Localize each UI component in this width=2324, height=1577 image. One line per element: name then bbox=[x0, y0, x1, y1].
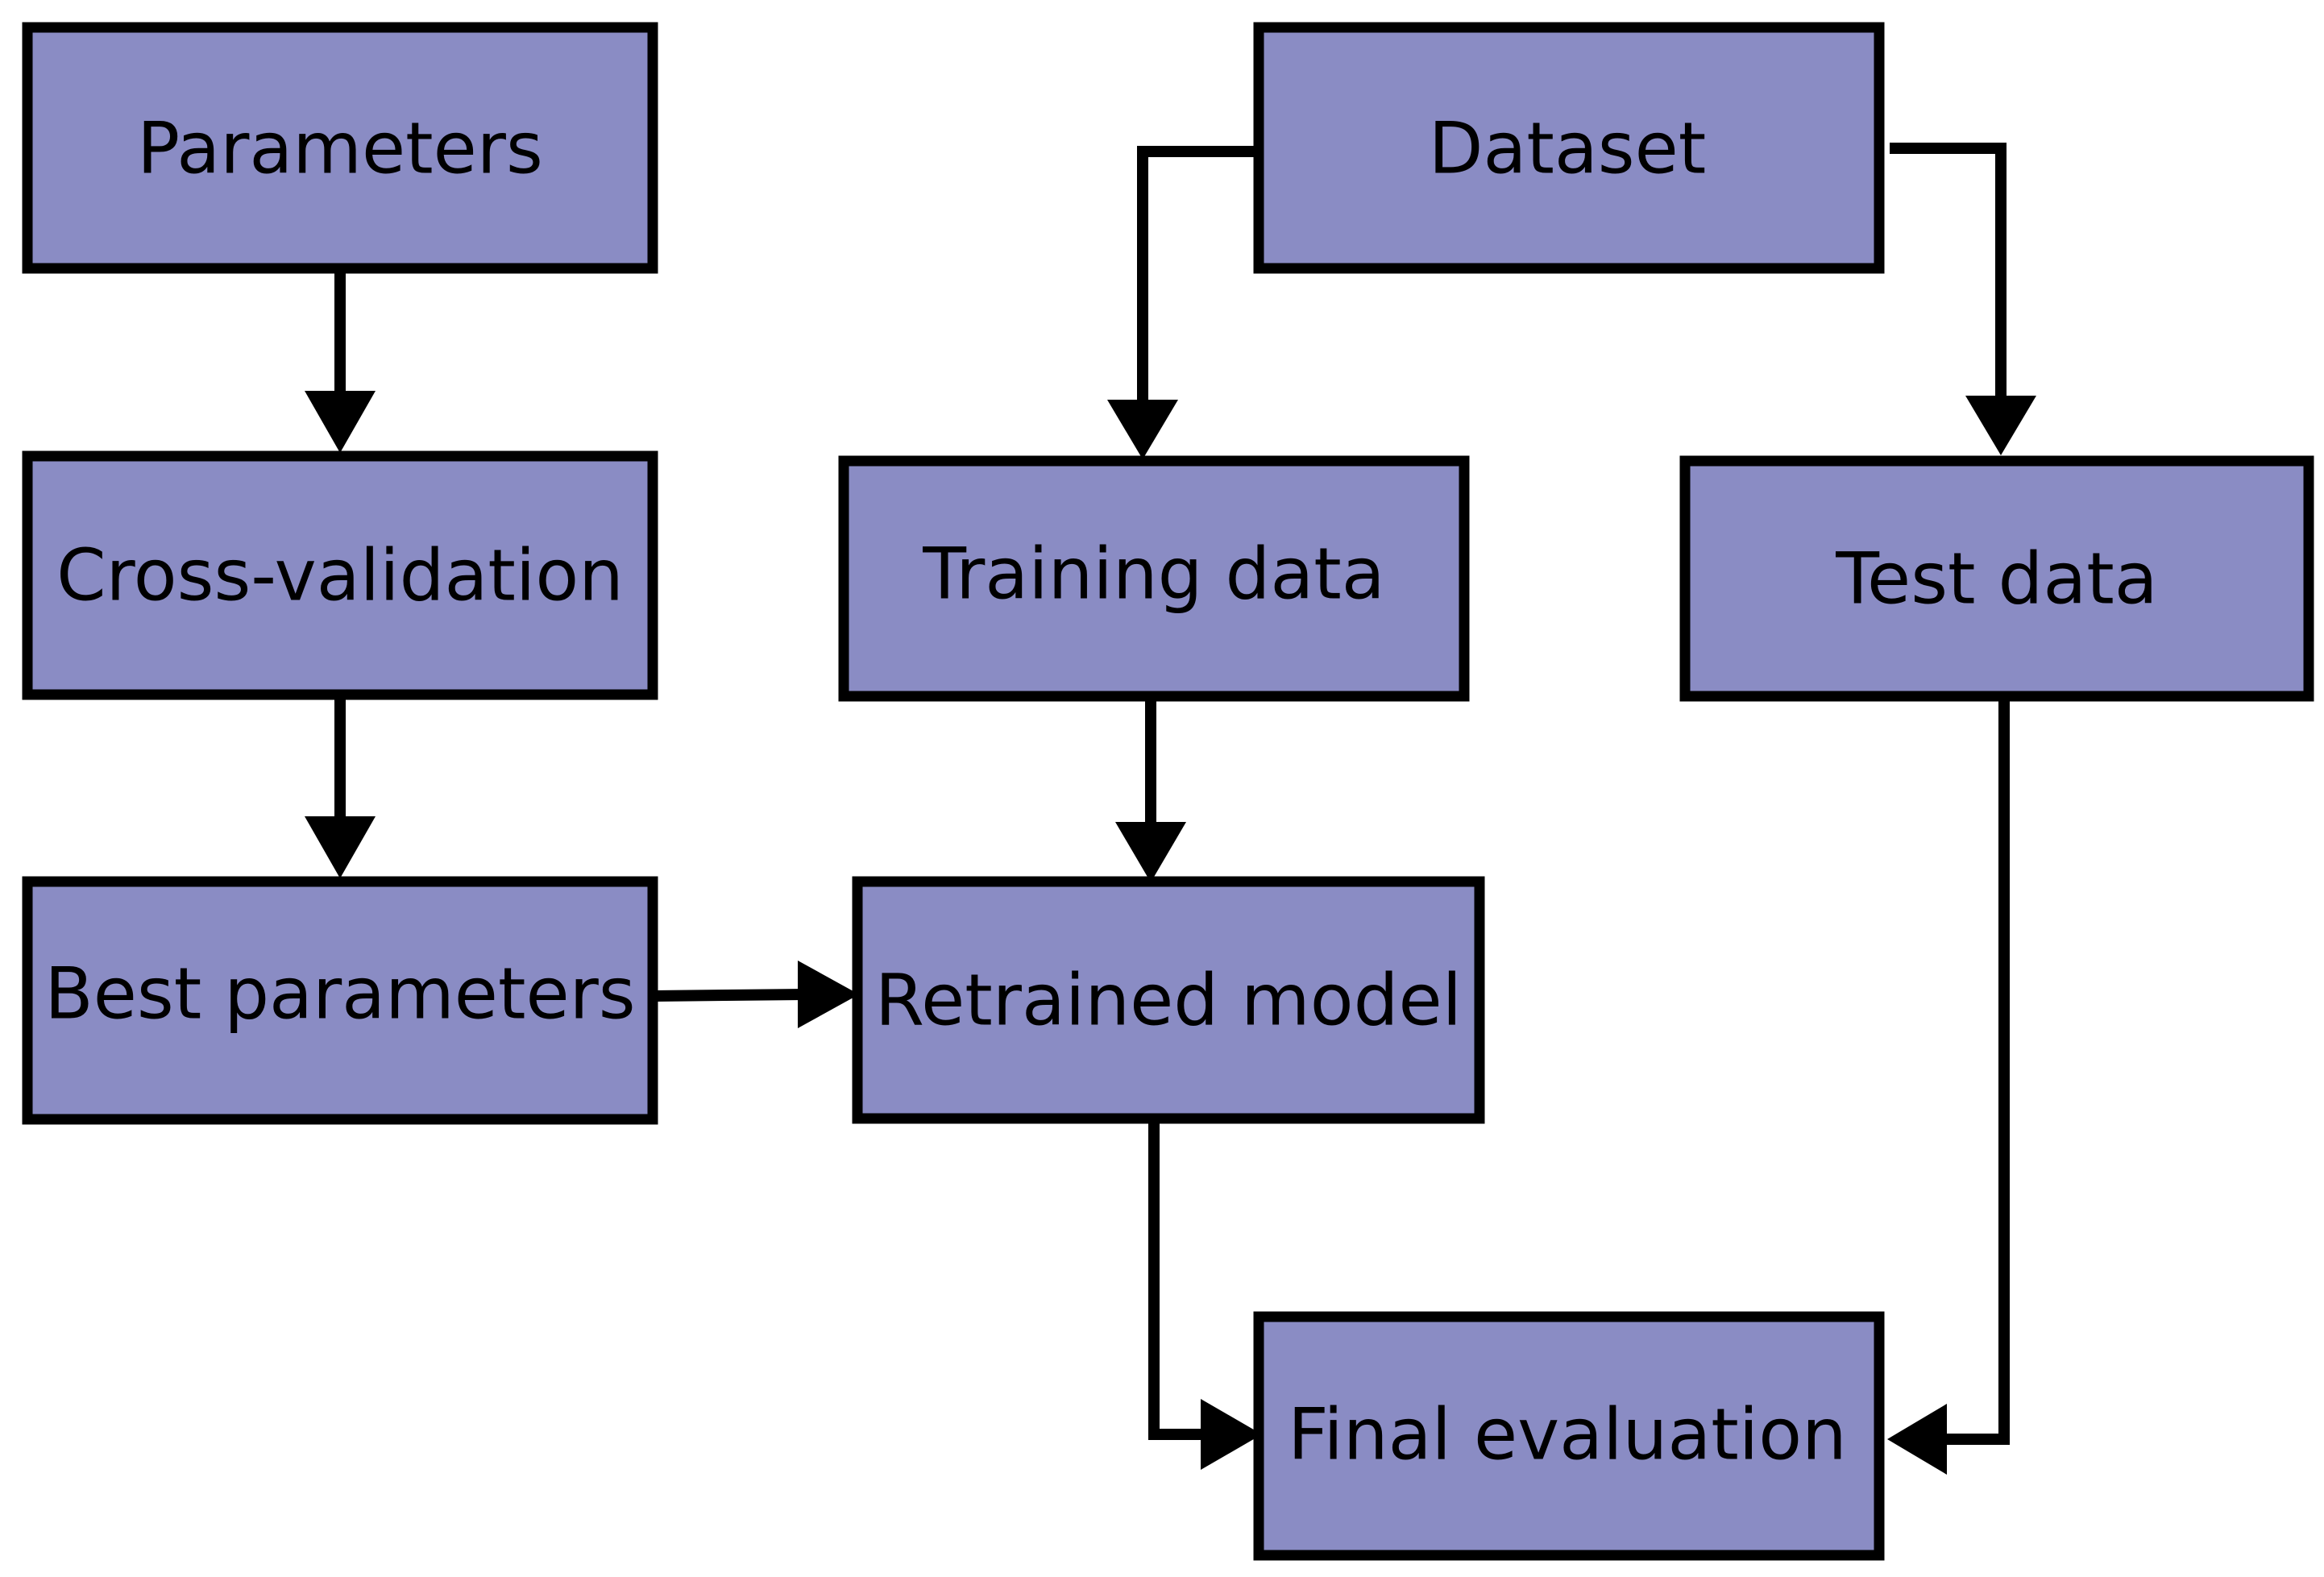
node-cross-validation-label: Cross-validation bbox=[56, 534, 624, 617]
node-dataset-label: Dataset bbox=[1429, 107, 1707, 190]
node-test-data-box bbox=[1679, 455, 2314, 702]
node-training-data: Training data bbox=[838, 455, 1470, 702]
edge-best-parameters-to-retrained-model bbox=[654, 961, 859, 1028]
node-training-data-label: Training data bbox=[922, 533, 1384, 616]
node-retrained-model-label: Retrained model bbox=[875, 959, 1462, 1042]
edge-training-data-to-retrained-model bbox=[1115, 701, 1186, 882]
node-final-evaluation-label: Final evaluation bbox=[1288, 1393, 1847, 1476]
edge-parameters-to-cross-validation bbox=[305, 268, 376, 453]
node-test-data-label: Test data bbox=[1835, 537, 2157, 620]
node-best-parameters-label: Best parameters bbox=[44, 952, 635, 1035]
node-test-data: Test data bbox=[1679, 455, 2314, 702]
edge-dataset-to-training-data bbox=[1107, 146, 1262, 459]
nodes: Parameters Cross-validation Best paramet… bbox=[22, 22, 2314, 1561]
node-dataset: Dataset bbox=[1253, 22, 1885, 274]
node-best-parameters-box bbox=[22, 876, 658, 1125]
edge-retrained-model-to-final-evaluation bbox=[1148, 1123, 1262, 1470]
edge-test-data-to-final-evaluation bbox=[1887, 698, 2010, 1475]
node-parameters: Parameters bbox=[22, 22, 658, 274]
node-retrained-model-box bbox=[852, 876, 1485, 1124]
node-dataset-box bbox=[1253, 22, 1885, 274]
node-best-parameters: Best parameters bbox=[22, 876, 658, 1125]
node-cross-validation-box bbox=[22, 450, 658, 700]
node-cross-validation: Cross-validation bbox=[22, 450, 658, 700]
edge-dataset-to-test-data bbox=[1890, 143, 2036, 455]
node-parameters-box bbox=[22, 22, 658, 274]
node-final-evaluation: Final evaluation bbox=[1253, 1311, 1885, 1561]
node-retrained-model: Retrained model bbox=[852, 876, 1485, 1124]
edge-cross-validation-to-best-parameters bbox=[305, 695, 376, 878]
edges bbox=[305, 143, 2036, 1475]
node-final-evaluation-box bbox=[1253, 1311, 1885, 1561]
node-parameters-label: Parameters bbox=[137, 107, 543, 190]
node-training-data-box bbox=[838, 455, 1470, 702]
